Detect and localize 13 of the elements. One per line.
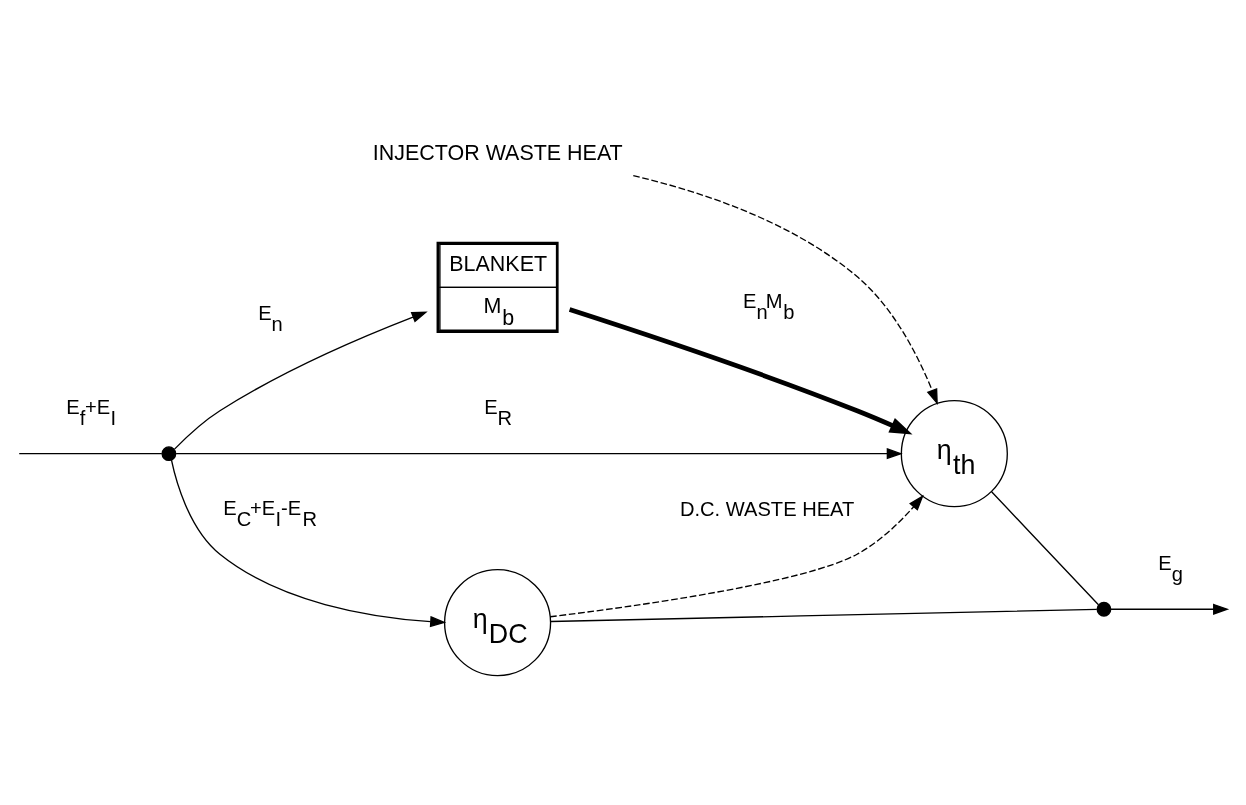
node-text: INJECTOR WASTE HEAT xyxy=(372,140,623,165)
connector xyxy=(550,608,1098,622)
arrow xyxy=(632,174,938,405)
edge-label: D.C. WASTE HEAT xyxy=(680,497,855,520)
connector xyxy=(990,490,1100,605)
arrow xyxy=(170,459,447,627)
node-circle xyxy=(1096,601,1112,617)
arrow xyxy=(1110,603,1230,615)
node-circle xyxy=(161,445,177,461)
arrow xyxy=(175,447,903,459)
arrow xyxy=(568,306,913,434)
arrow xyxy=(173,310,428,450)
connector xyxy=(18,452,163,454)
